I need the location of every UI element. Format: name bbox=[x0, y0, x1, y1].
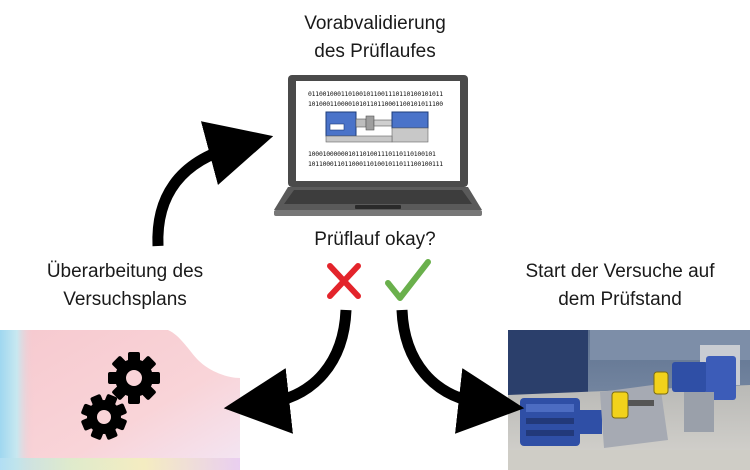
revise-plan-label: Überarbeitung des Versuchsplans bbox=[10, 258, 240, 314]
arrow-to-test-bench bbox=[396, 309, 525, 434]
start-tests-line-2: dem Prüfstand bbox=[558, 289, 682, 310]
start-tests-label: Start der Versuche auf dem Prüfstand bbox=[500, 258, 740, 314]
revise-plan-panel bbox=[0, 330, 240, 470]
revise-plan-line-1: Überarbeitung des bbox=[46, 261, 204, 282]
binary-line-4: 1011000110110001101001011011100100111 bbox=[308, 160, 443, 168]
laptop-icon: 0110010001101001011001110110100101011 10… bbox=[274, 75, 482, 216]
binary-line-1: 0110010001101001011001110110100101011 bbox=[308, 90, 443, 98]
title-line-1: Vorabvalidierung bbox=[304, 13, 446, 34]
arrow-to-revision bbox=[223, 309, 352, 434]
revise-plan-line-2: Versuchsplans bbox=[63, 289, 187, 310]
cross-icon bbox=[327, 263, 361, 299]
gear-icon-large bbox=[108, 352, 160, 404]
title-label: Vorabvalidierung des Prüflaufes bbox=[240, 10, 510, 66]
screen-bench-graphic bbox=[325, 111, 429, 143]
decision-question: Prüflauf okay? bbox=[314, 229, 436, 250]
binary-line-3: 10001000000101101001110110110100101 bbox=[308, 150, 436, 158]
check-icon bbox=[385, 259, 431, 301]
test-bench-photo bbox=[508, 330, 750, 470]
arrow-to-validation bbox=[152, 121, 274, 247]
start-tests-line-1: Start der Versuche auf bbox=[525, 261, 715, 282]
gear-icon-small bbox=[81, 394, 127, 440]
binary-line-2: 1010001100001010110110001100101011100 bbox=[308, 100, 443, 108]
title-line-2: des Prüflaufes bbox=[314, 41, 436, 62]
